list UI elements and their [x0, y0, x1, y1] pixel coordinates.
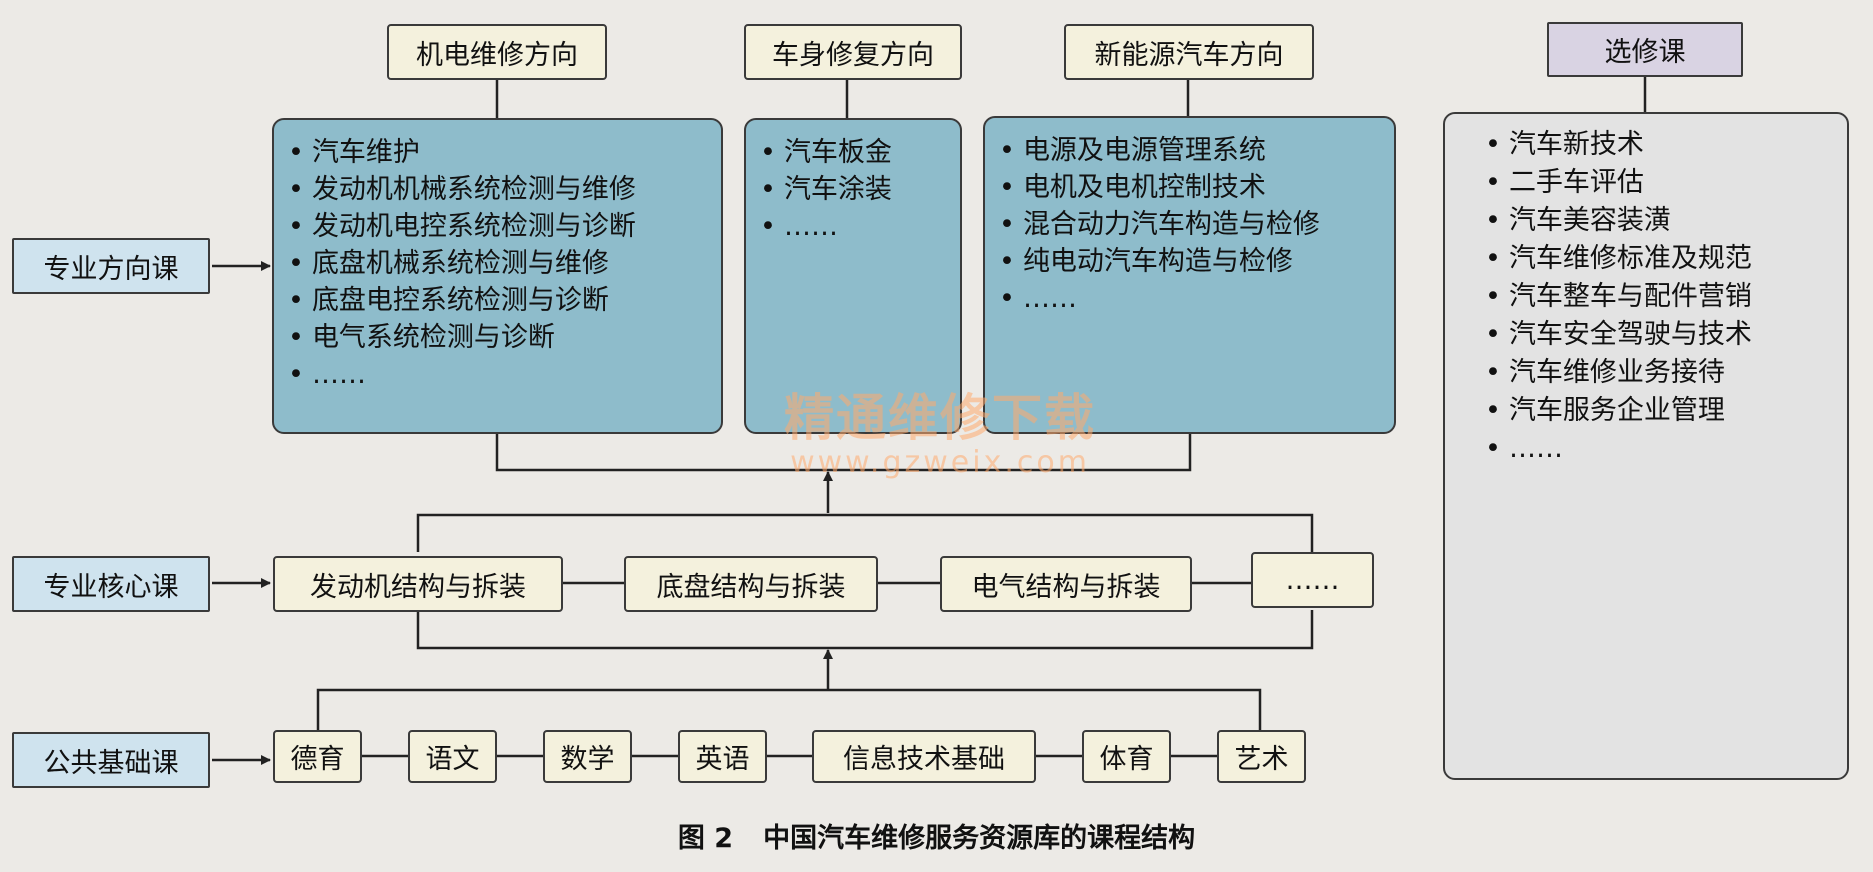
newenergy-course-list: 电源及电源管理系统电机及电机控制技术混合动力汽车构造与检修纯电动汽车构造与检修…… — [999, 132, 1384, 317]
course-list-item: 汽车美容装潢 — [1485, 202, 1837, 240]
course-list-item: 电气系统检测与诊断 — [288, 319, 711, 356]
course-list-item: 底盘电控系统检测与诊断 — [288, 282, 711, 319]
course-list-item: 电机及电机控制技术 — [999, 169, 1384, 206]
course-list-item: 底盘机械系统检测与维修 — [288, 245, 711, 282]
course-list-item: …… — [288, 356, 711, 393]
body-course-list: 汽车板金汽车涂装…… — [760, 134, 950, 245]
panels-merge-bracket — [495, 434, 1192, 472]
core-course-more: …… — [1251, 552, 1374, 608]
course-list-item: 混合动力汽车构造与检修 — [999, 206, 1384, 243]
course-list-item: 汽车安全驾驶与技术 — [1485, 316, 1837, 354]
panel-electromech-courses: 汽车维护发动机机械系统检测与维修发动机电控系统检测与诊断底盘机械系统检测与维修底… — [272, 118, 723, 434]
course-list-item: 汽车涂装 — [760, 171, 950, 208]
panel-newenergy-courses: 电源及电源管理系统电机及电机控制技术混合动力汽车构造与检修纯电动汽车构造与检修…… — [983, 116, 1396, 434]
course-list-item: 电源及电源管理系统 — [999, 132, 1384, 169]
basic-top-bracket — [316, 688, 1262, 730]
course-list-item: 汽车新技术 — [1485, 126, 1837, 164]
course-list-item: 发动机电控系统检测与诊断 — [288, 208, 711, 245]
electromech-course-list: 汽车维护发动机机械系统检测与维修发动机电控系统检测与诊断底盘机械系统检测与维修底… — [288, 134, 711, 393]
basic-course-chinese: 语文 — [408, 730, 497, 783]
panel-elective-courses: 汽车新技术二手车评估汽车美容装潢汽车维修标准及规范汽车整车与配件营销汽车安全驾驶… — [1443, 112, 1849, 780]
course-list-item: …… — [760, 208, 950, 245]
core-course-electrical: 电气结构与拆装 — [940, 556, 1192, 612]
figure-number: 图 2 — [677, 823, 734, 854]
core-bottom-bracket — [416, 610, 1314, 650]
course-list-item: 汽车维护 — [288, 134, 711, 171]
basic-course-math: 数学 — [543, 730, 632, 783]
basic-course-it: 信息技术基础 — [812, 730, 1036, 783]
course-list-item: 汽车服务企业管理 — [1485, 392, 1837, 430]
course-list-item: …… — [1485, 430, 1837, 468]
course-list-item: 二手车评估 — [1485, 164, 1837, 202]
core-course-engine: 发动机结构与拆装 — [273, 556, 563, 612]
figure-caption: 图 2 中国汽车维修服务资源库的课程结构 — [0, 816, 1873, 855]
basic-course-art: 艺术 — [1217, 730, 1306, 783]
course-list-item: 汽车板金 — [760, 134, 950, 171]
course-list-item: 汽车维修业务接待 — [1485, 354, 1837, 392]
course-list-item: 发动机机械系统检测与维修 — [288, 171, 711, 208]
header-body-direction: 车身修复方向 — [744, 24, 962, 80]
category-direction-courses: 专业方向课 — [12, 238, 210, 294]
course-list-item: 纯电动汽车构造与检修 — [999, 243, 1384, 280]
core-course-chassis: 底盘结构与拆装 — [624, 556, 878, 612]
figure-caption-text: 中国汽车维修服务资源库的课程结构 — [763, 823, 1196, 854]
header-electromech-direction: 机电维修方向 — [387, 24, 607, 80]
basic-course-english: 英语 — [678, 730, 767, 783]
course-list-item: 汽车整车与配件营销 — [1485, 278, 1837, 316]
basic-course-pe: 体育 — [1082, 730, 1171, 783]
core-top-bracket — [416, 513, 1314, 552]
course-list-item: 汽车维修标准及规范 — [1485, 240, 1837, 278]
panel-body-courses: 汽车板金汽车涂装…… — [744, 118, 962, 434]
course-list-item: …… — [999, 280, 1384, 317]
header-elective: 选修课 — [1547, 22, 1743, 77]
category-basic-courses: 公共基础课 — [12, 732, 210, 788]
basic-course-moral: 德育 — [273, 730, 362, 783]
header-newenergy-direction: 新能源汽车方向 — [1064, 24, 1314, 80]
elective-course-list: 汽车新技术二手车评估汽车美容装潢汽车维修标准及规范汽车整车与配件营销汽车安全驾驶… — [1485, 126, 1837, 468]
category-core-courses: 专业核心课 — [12, 556, 210, 612]
